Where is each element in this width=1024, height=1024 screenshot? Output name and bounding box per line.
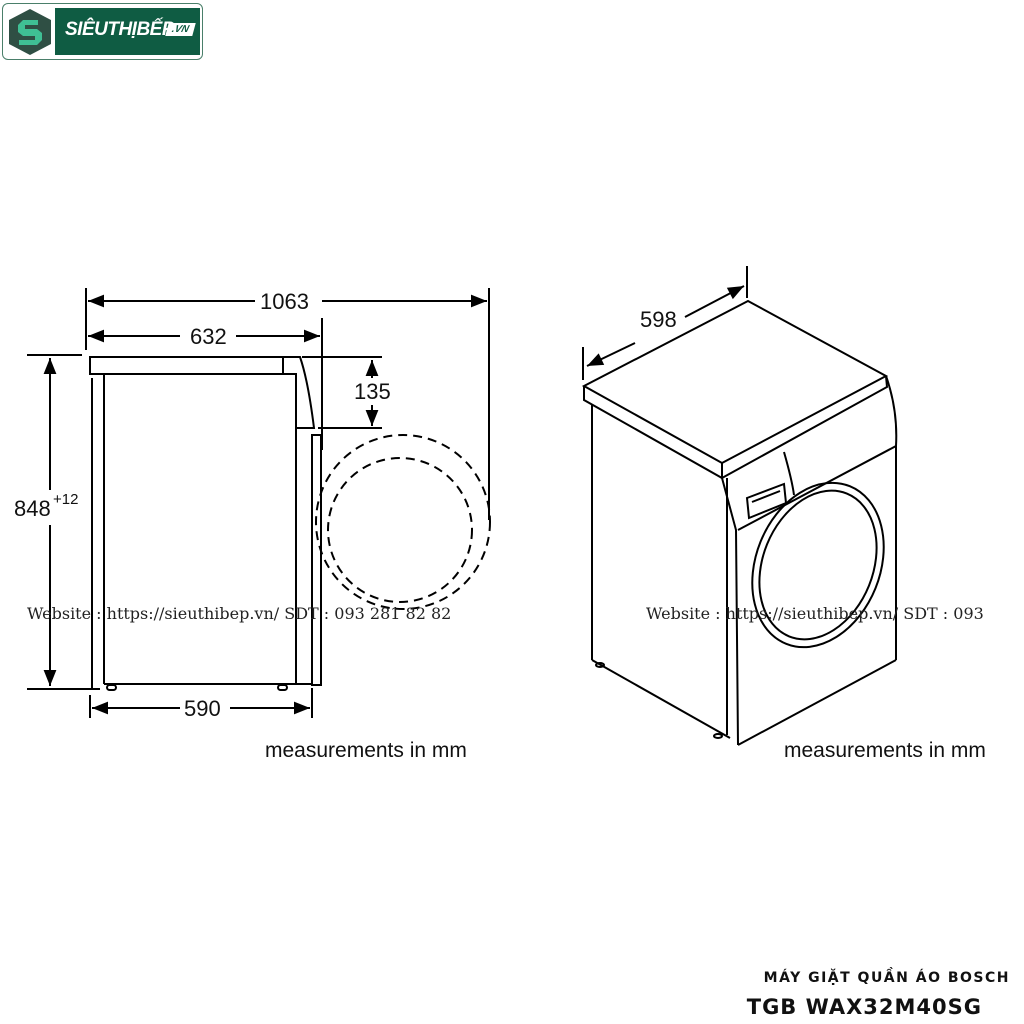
dim-598: 598 xyxy=(640,307,677,332)
dim-590: 590 xyxy=(184,696,221,721)
iso-view xyxy=(581,266,898,746)
logo-mark-icon xyxy=(9,9,51,55)
watermark-right: Website : https://sieuthibep.vn/ SDT : 0… xyxy=(646,604,984,623)
dim-1063: 1063 xyxy=(260,289,309,314)
side-view xyxy=(27,288,491,718)
logo-band: SIÊUTHỊBẾP .VN xyxy=(55,8,200,55)
side-view-units-note: measurements in mm xyxy=(265,739,467,762)
watermark-left: Website : https://sieuthibep.vn/ SDT : 0… xyxy=(27,604,452,623)
brand-logo: SIÊUTHỊBẾP .VN xyxy=(2,3,203,60)
dim-632: 632 xyxy=(190,324,227,349)
product-model: TGB WAX32M40SG xyxy=(746,995,982,1019)
iso-view-units-note: measurements in mm xyxy=(784,739,986,762)
dim-848-tolerance: +12 xyxy=(53,491,78,508)
dim-135: 135 xyxy=(354,379,391,404)
logo-text: SIÊUTHỊBẾP xyxy=(65,19,175,40)
dim-848: 848 xyxy=(14,496,51,521)
product-category: MÁY GIẶT QUẦN ÁO BOSCH xyxy=(763,970,1010,986)
